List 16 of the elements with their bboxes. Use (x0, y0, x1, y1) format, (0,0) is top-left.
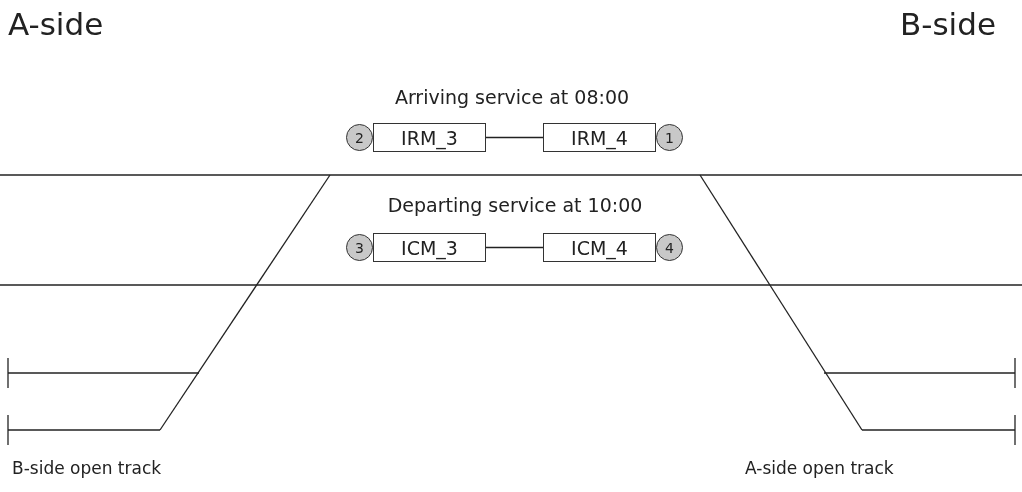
train-car-box: ICM_4 (543, 233, 656, 262)
coupling-line (485, 136, 544, 139)
train-car-box: ICM_3 (373, 233, 486, 262)
service-label: Arriving service at 08:00 (394, 86, 630, 108)
side-label: A-side (8, 6, 104, 42)
track-label: A-side open track (745, 458, 894, 478)
service-label: Departing service at 10:00 (387, 194, 643, 216)
position-circle: 2 (346, 124, 373, 151)
side-label: B-side (900, 6, 996, 42)
train-car-box: IRM_3 (373, 123, 486, 152)
position-circle: 3 (346, 234, 373, 261)
train-car-box: IRM_4 (543, 123, 656, 152)
position-circle: 4 (656, 234, 683, 261)
position-circle: 1 (656, 124, 683, 151)
coupling-line (485, 246, 544, 249)
track-label: B-side open track (12, 458, 162, 478)
